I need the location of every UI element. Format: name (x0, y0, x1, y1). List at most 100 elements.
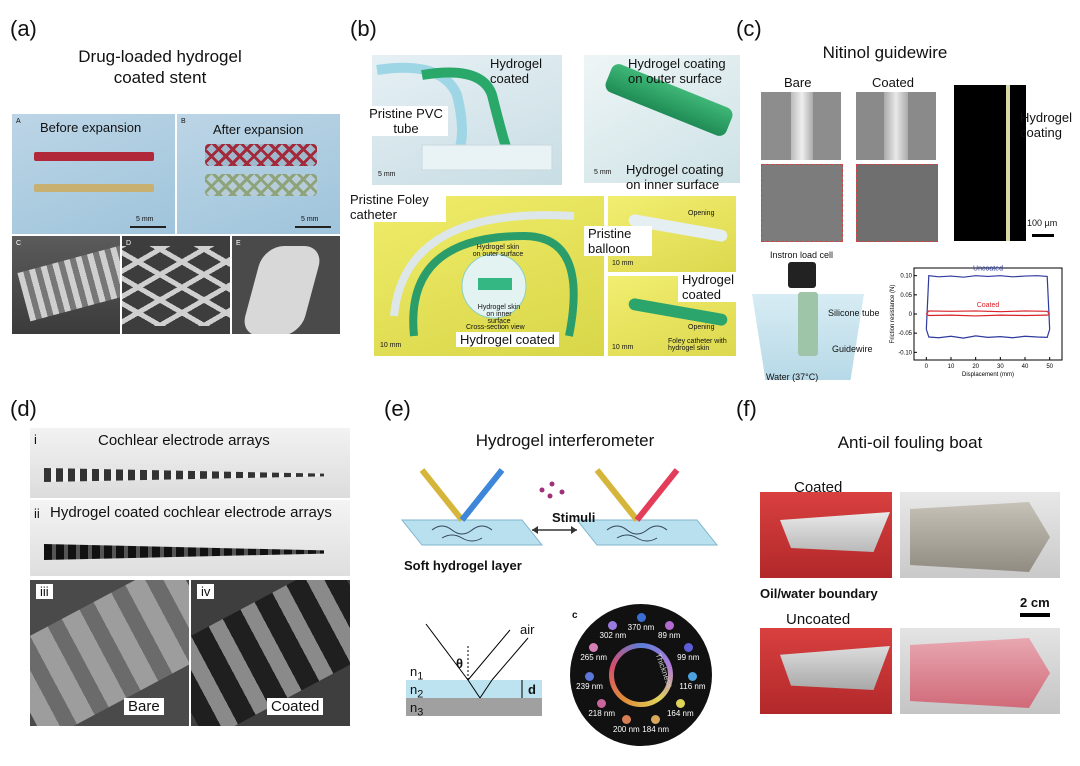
air-label: air (520, 622, 535, 637)
before-expansion-label: Before expansion (40, 120, 142, 135)
coated-boat-label: Coated (794, 479, 843, 496)
coated-surface-sem (856, 164, 938, 242)
theta-label: θ (456, 656, 464, 671)
scale-100-label: 100 µm (1027, 218, 1058, 228)
color-swatch (687, 672, 697, 682)
cochlear-label: Cochlear electrode arrays (98, 432, 270, 449)
red-stent-expanded (205, 144, 317, 166)
sem-c-photo: C (12, 236, 120, 334)
sem-junction (239, 246, 325, 334)
hydrogel-coated-label: Hydrogel coated (490, 56, 543, 86)
coated-sem-photo: iv Coated (191, 580, 350, 726)
red-stent (34, 152, 154, 161)
uncoated-boat (780, 646, 890, 690)
foley-skin-label: Foley catheter with hydrogel skin (668, 338, 727, 352)
scale-b-label: 5 mm (301, 216, 319, 223)
hydrogel-cochlear-label: Hydrogel coated cochlear electrode array… (50, 504, 332, 521)
n1-base: n (410, 664, 418, 679)
n2-label: n2 (410, 682, 423, 703)
cochlear-array-photo: i Cochlear electrode arrays (30, 428, 350, 498)
n3-base: n (410, 700, 418, 715)
panel-a-letter: (a) (10, 16, 37, 41)
panel-f-letter: (f) (736, 396, 757, 421)
sem-stent-strut (17, 244, 120, 322)
gold-stent (34, 184, 154, 192)
coated-label: Coated (872, 75, 914, 90)
color-swatch (675, 699, 685, 709)
water-label: Water (37°C) (766, 372, 819, 382)
scale-a-label: 5 mm (136, 216, 154, 223)
ray-drawing (425, 623, 529, 699)
y-axis-label: Friction resistance (N) (890, 285, 896, 344)
coated-wire-sem (856, 92, 936, 160)
uncoated-boat-photo (760, 628, 892, 714)
silicone-label: Silicone tube (828, 308, 880, 318)
plot-frame (913, 267, 1063, 361)
friction-series-line (925, 329, 1051, 339)
guidewire-label: Guidewire (832, 344, 873, 354)
color-swatch (608, 621, 618, 631)
coated-hull (910, 502, 1050, 572)
thin-film-diagram: air θ n1 n2 n3 d (406, 616, 542, 719)
coating-outer-label: Hydrogel coating on outer surface (628, 56, 726, 86)
interferometer-schematic (400, 468, 719, 546)
scale-bar-100 (1032, 234, 1054, 237)
x-tick-label: 30 (997, 364, 1004, 370)
coated-boat-closeup (900, 492, 1060, 578)
thickness-value-label: 370 nm (627, 623, 655, 632)
color-swatch (585, 672, 595, 682)
sub-label-c: C (16, 240, 22, 247)
catheter-drawing (390, 211, 578, 337)
uncoated-boat-label: Uncoated (786, 611, 851, 628)
x-tick-label: 20 (972, 364, 979, 370)
coated-wire (884, 92, 908, 160)
thickness-value-label: 184 nm (642, 724, 669, 734)
bare-wire (791, 92, 813, 160)
stent-before-photo: A Before expansion 5 mm (12, 114, 175, 234)
thickness-ring (609, 643, 673, 707)
coated-cochlear-photo: ii Hydrogel coated cochlear electrode ar… (30, 500, 350, 576)
scale-2cm-label: 2 cm (1020, 595, 1050, 610)
uncoated-boat-closeup (900, 628, 1060, 714)
x-tick-label: 10 (948, 364, 955, 370)
bare-surface-sem (761, 164, 843, 242)
instron-label: Instron load cell (770, 250, 834, 260)
load-cell (788, 262, 816, 288)
label-ii: ii (34, 506, 40, 521)
coated-electrode-array (44, 544, 324, 560)
y-tick-label: 0.05 (900, 293, 912, 299)
scale-10-label-3: 10 mm (612, 344, 634, 351)
x-tick-label: 0 (925, 364, 929, 370)
panel-f-title: Anti-oil fouling boat (837, 433, 983, 452)
color-swatch (683, 643, 693, 653)
panel-a-title: Drug-loaded hydrogel coated stent (78, 47, 242, 87)
cross-section-label: Cross-section view (466, 324, 525, 331)
n3-sub: 3 (417, 706, 424, 719)
coated-boat (780, 512, 890, 552)
scale-10-label: 10 mm (380, 342, 402, 349)
y-tick-label: -0.10 (898, 350, 912, 356)
x-tick-label: 50 (1046, 364, 1053, 370)
oil-boundary-label: Oil/water boundary (760, 586, 878, 601)
y-tick-label: 0.10 (900, 274, 912, 280)
foley-catheter-photo: Hydrogel skin on outer surface Hydrogel … (374, 196, 604, 356)
friction-series-line (926, 313, 1050, 317)
soft-layer-label: Soft hydrogel layer (404, 558, 522, 573)
label-iii: iii (36, 584, 53, 599)
thickness-value-label: 218 nm (588, 709, 616, 719)
color-swatch (651, 714, 661, 724)
thickness-value-label: 200 nm (613, 724, 640, 734)
coated-boat-photo (760, 492, 892, 578)
coating-edge (1006, 85, 1010, 241)
thickness-value-label: 239 nm (576, 682, 603, 692)
thickness-value-label: 164 nm (666, 709, 694, 719)
scale-label-2: 5 mm (594, 169, 612, 176)
tube-closeup-photo: 5 mm (584, 55, 740, 183)
series-label: Uncoated (973, 266, 1003, 273)
scale-label: 5 mm (378, 171, 396, 178)
scale-10-label-2: 10 mm (612, 260, 634, 267)
skin-inner-label: Hydrogel skin on inner surface (477, 304, 521, 325)
c-label: c (572, 610, 578, 621)
